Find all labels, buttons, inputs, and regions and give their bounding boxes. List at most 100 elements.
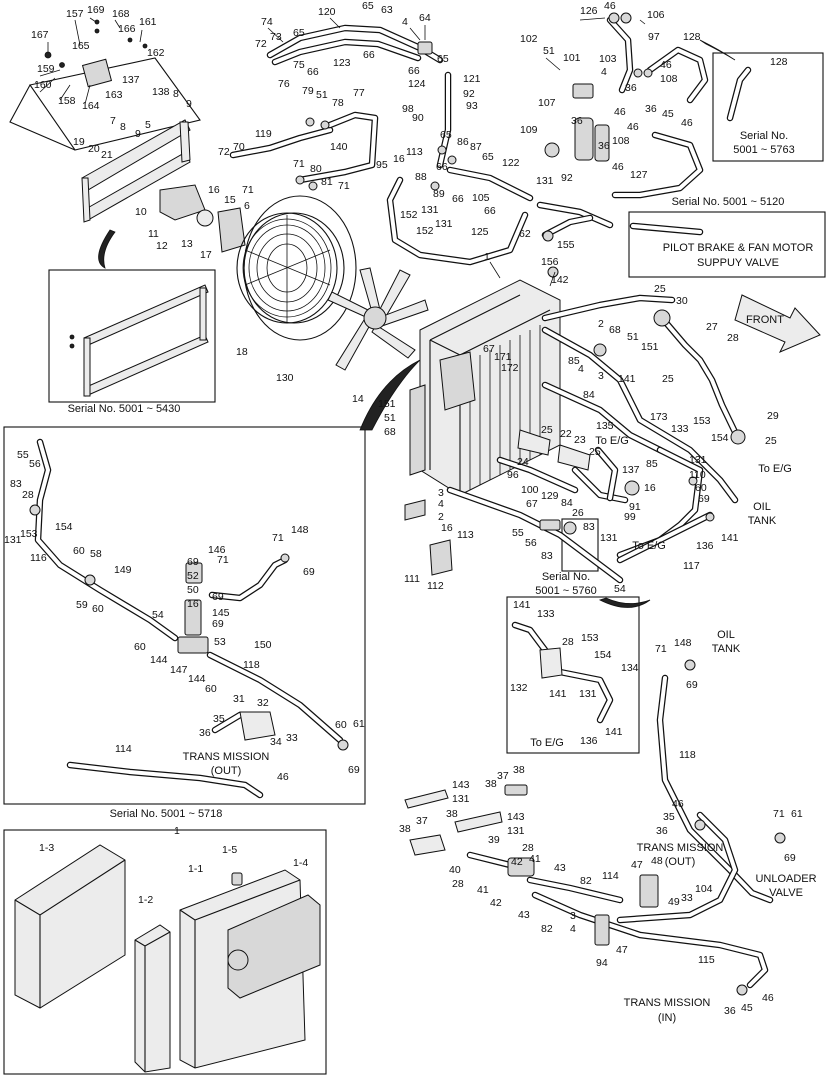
part-callout: 51 <box>543 45 555 57</box>
part-callout: 131 <box>435 218 453 230</box>
part-callout: 92 <box>561 172 573 184</box>
part-callout: 22 <box>560 428 572 440</box>
part-callout: 136 <box>580 735 598 747</box>
diagram-caption: TANK <box>748 515 777 527</box>
part-callout: 152 <box>416 225 434 237</box>
part-callout: 166 <box>118 23 136 35</box>
part-callout: 69 <box>212 618 224 630</box>
part-callout: 90 <box>412 112 424 124</box>
part-callout: 159 <box>37 63 55 75</box>
part-callout: 141 <box>549 688 567 700</box>
part-callout: 97 <box>648 31 660 43</box>
part-callout: 156 <box>541 256 559 268</box>
part-callout: 141 <box>618 373 636 385</box>
part-callout: 54 <box>614 583 626 595</box>
part-callout: 36 <box>199 727 211 739</box>
diagram-caption: PILOT BRAKE & FAN MOTOR <box>663 242 814 254</box>
part-callout: 113 <box>457 529 474 541</box>
fan-blade <box>327 267 429 371</box>
diagram-caption: Serial No. 5001 ~ 5120 <box>672 196 785 208</box>
part-callout: 36 <box>656 825 668 837</box>
part-callout: 66 <box>436 161 448 173</box>
part-callout: 38 <box>446 808 458 820</box>
fittings-upper <box>295 12 653 242</box>
part-callout: 84 <box>561 497 573 509</box>
part-callout: 46 <box>612 161 624 173</box>
part-callout: 1-4 <box>293 857 308 869</box>
part-callout: 3 <box>438 487 444 499</box>
diagram-caption: Serial No. <box>740 130 788 142</box>
part-callout: 65 <box>482 151 494 163</box>
part-callout: 131 <box>421 204 439 216</box>
part-callout: 63 <box>381 4 393 16</box>
part-callout: 34 <box>270 736 282 748</box>
part-callout: 173 <box>650 411 668 423</box>
part-callout: 64 <box>419 12 431 24</box>
part-callout: 71 <box>338 180 350 192</box>
part-callout: 74 <box>261 16 273 28</box>
part-callout: 51 <box>384 412 396 424</box>
part-callout: 124 <box>408 78 426 90</box>
part-callout: 89 <box>433 188 445 200</box>
part-callout: 151 <box>378 398 396 410</box>
part-callout: 155 <box>557 239 575 251</box>
part-callout: 1-2 <box>138 894 153 906</box>
diagram-caption: OIL <box>753 501 771 513</box>
diagram-caption: To E/G <box>530 737 564 749</box>
part-callout: 82 <box>541 923 553 935</box>
part-callout: 46 <box>762 992 774 1004</box>
diagram-caption: Serial No. 5001 ~ 5430 <box>68 403 181 415</box>
part-callout: 94 <box>596 957 608 969</box>
part-callout: 11 <box>148 228 159 240</box>
part-callout: 16 <box>441 522 453 534</box>
part-callout: 108 <box>660 73 678 85</box>
part-callout: 24 <box>517 456 529 468</box>
part-callout: 58 <box>90 548 102 560</box>
part-callout: 38 <box>399 823 411 835</box>
part-callout: 4 <box>601 66 607 78</box>
part-callout: 25 <box>589 446 601 458</box>
part-callout: 153 <box>20 528 38 540</box>
part-callout: 2 <box>598 318 604 330</box>
diagram-caption: To E/G <box>758 463 792 475</box>
part-callout: 69 <box>212 591 224 603</box>
part-callout: 4 <box>402 16 408 28</box>
part-callout: 167 <box>31 29 49 41</box>
part-callout: 25 <box>765 435 777 447</box>
part-callout: 121 <box>463 73 481 85</box>
part-callout: 36 <box>724 1005 736 1017</box>
part-callout: 45 <box>662 108 674 120</box>
part-callout: 131 <box>4 534 22 546</box>
part-callout: 46 <box>277 771 289 783</box>
part-callout: 67 <box>483 343 495 355</box>
part-callout: 162 <box>147 47 165 59</box>
part-callout: 35 <box>213 713 225 725</box>
part-callout: 36 <box>598 140 610 152</box>
part-callout: 62 <box>519 228 531 240</box>
part-callout: 99 <box>624 511 636 523</box>
part-callout: 110 <box>689 469 706 481</box>
part-callout: 143 <box>507 811 525 823</box>
part-callout: 35 <box>663 811 675 823</box>
part-callout: 165 <box>72 40 90 52</box>
diagram-caption: VALVE <box>769 887 803 899</box>
part-callout: 65 <box>362 0 374 12</box>
part-callout: 95 <box>376 159 388 171</box>
part-callout: 135 <box>596 420 614 432</box>
part-callout: 28 <box>452 878 464 890</box>
part-callout: 28 <box>522 842 534 854</box>
part-callout: 83 <box>541 550 553 562</box>
bracket-frame-5430 <box>69 284 209 397</box>
part-callout: 137 <box>122 74 140 86</box>
radiator-assembly-parts <box>14 844 321 1073</box>
part-callout: 45 <box>741 1002 753 1014</box>
part-callout: 103 <box>599 53 617 65</box>
part-callout: 53 <box>214 636 226 648</box>
inset-box-serial-5763 <box>712 52 824 162</box>
part-callout: 42 <box>511 856 523 868</box>
part-callout: 68 <box>384 426 396 438</box>
diagram-caption: (IN) <box>658 1012 676 1024</box>
part-callout: 61 <box>353 718 365 730</box>
part-callout: 152 <box>400 209 418 221</box>
part-callout: 120 <box>318 6 336 18</box>
